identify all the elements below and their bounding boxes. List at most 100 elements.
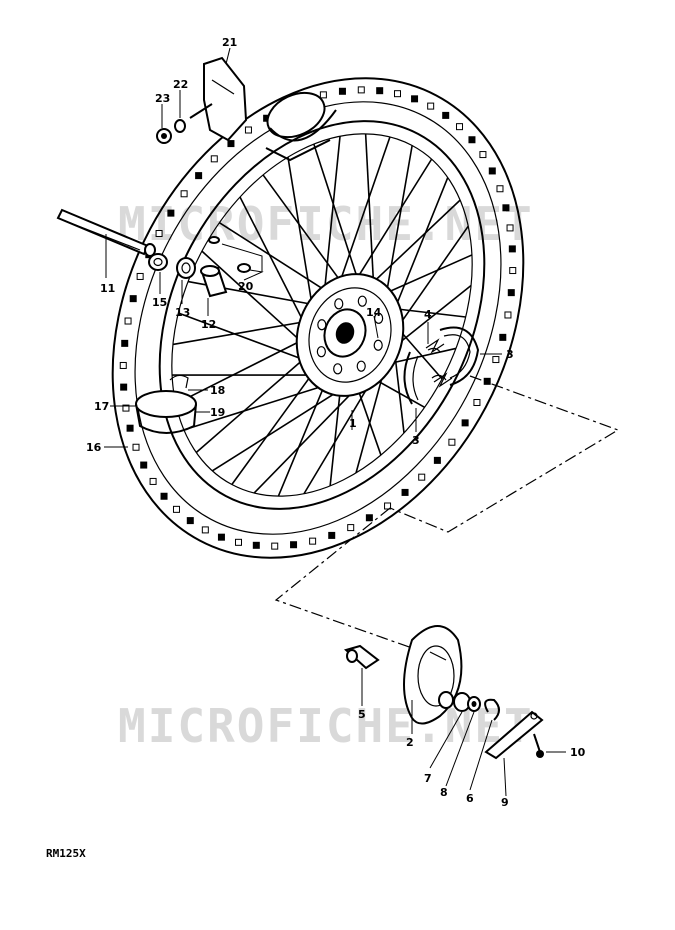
spoke bbox=[313, 143, 361, 285]
callout-10: 10 bbox=[570, 746, 586, 759]
spoke bbox=[218, 222, 330, 294]
tread-block bbox=[210, 155, 218, 163]
tread-block bbox=[442, 111, 450, 119]
tread-block bbox=[433, 456, 441, 464]
bearing-pins bbox=[208, 236, 251, 273]
spoke bbox=[390, 307, 466, 318]
tread-block bbox=[473, 399, 481, 407]
spoke bbox=[394, 225, 469, 332]
callout-2: 2 bbox=[406, 736, 414, 749]
spoke bbox=[381, 254, 473, 296]
spoke bbox=[303, 372, 377, 495]
tread-block bbox=[201, 526, 209, 534]
callout-16: 16 bbox=[86, 441, 102, 454]
hub-hole bbox=[334, 298, 344, 310]
callout-23: 23 bbox=[155, 92, 170, 105]
callout-3-upper: 3 bbox=[506, 348, 514, 361]
tread-block bbox=[508, 245, 516, 253]
tread-block bbox=[167, 209, 175, 217]
hub-hole bbox=[333, 363, 343, 375]
rim-band bbox=[135, 374, 197, 434]
hub-hole bbox=[373, 339, 383, 351]
spoke bbox=[183, 382, 332, 431]
tread-block bbox=[119, 361, 127, 369]
tread-block bbox=[483, 377, 491, 385]
callout-13: 13 bbox=[175, 306, 190, 319]
tread-block bbox=[129, 295, 137, 303]
inner-tube bbox=[265, 91, 337, 162]
callout-6: 6 bbox=[466, 792, 474, 805]
callout-21: 21 bbox=[222, 36, 237, 49]
oil-seal bbox=[176, 257, 196, 279]
callout-7: 7 bbox=[424, 772, 432, 785]
spoke bbox=[355, 384, 382, 456]
tread-block bbox=[411, 95, 419, 103]
tread-block bbox=[504, 311, 512, 319]
spoke bbox=[391, 284, 472, 350]
tread-block bbox=[186, 517, 194, 525]
tread-block bbox=[461, 419, 469, 427]
brake-panel bbox=[403, 625, 463, 725]
spoke bbox=[231, 370, 316, 485]
spoke bbox=[239, 196, 308, 328]
spoke bbox=[352, 158, 433, 285]
tread-block bbox=[244, 126, 252, 134]
callout-12: 12 bbox=[201, 318, 216, 331]
spoke bbox=[392, 177, 449, 315]
tread-block bbox=[180, 190, 188, 198]
callout-15: 15 bbox=[152, 296, 167, 309]
spacer bbox=[200, 265, 228, 298]
tread-block bbox=[252, 541, 260, 549]
brake-shoes bbox=[403, 326, 480, 405]
tread-block bbox=[401, 488, 409, 496]
spoke bbox=[337, 136, 391, 288]
spoke bbox=[201, 250, 306, 346]
tread-block bbox=[492, 356, 500, 364]
tread-block bbox=[132, 443, 140, 451]
tread-block bbox=[160, 492, 168, 500]
lever-bolt bbox=[533, 733, 544, 758]
spoke bbox=[172, 320, 309, 346]
hub-hole bbox=[357, 295, 367, 307]
hub bbox=[295, 273, 405, 397]
tread-block bbox=[120, 383, 128, 391]
tread-block bbox=[290, 541, 298, 549]
tread-block bbox=[140, 461, 148, 469]
tread-block bbox=[456, 123, 464, 131]
tread-block bbox=[217, 533, 225, 541]
tread-block bbox=[122, 404, 130, 412]
spoke bbox=[195, 355, 308, 454]
axle-nut bbox=[148, 253, 168, 271]
hub-hole bbox=[316, 346, 326, 358]
tread-block bbox=[506, 224, 514, 232]
tread-block bbox=[448, 438, 456, 446]
tread-block bbox=[172, 505, 180, 513]
front-axle bbox=[56, 208, 156, 257]
tread-block bbox=[468, 136, 476, 144]
tread-block bbox=[357, 86, 365, 94]
spoke bbox=[364, 133, 375, 289]
tread-block bbox=[319, 91, 327, 99]
spoke bbox=[287, 156, 314, 311]
tread-block bbox=[394, 90, 402, 98]
tire-outer bbox=[111, 77, 525, 559]
spoke bbox=[175, 338, 306, 405]
spoke bbox=[384, 145, 413, 300]
tread-block bbox=[502, 204, 510, 212]
cable-fitting bbox=[343, 644, 380, 670]
tread-block bbox=[149, 477, 157, 485]
tread-block bbox=[507, 289, 515, 297]
model-code: RM125X bbox=[46, 847, 86, 860]
callout-5: 5 bbox=[358, 708, 366, 721]
spoke bbox=[253, 382, 363, 494]
tread-block bbox=[384, 502, 392, 510]
callout-9: 9 bbox=[501, 796, 509, 809]
speedometer-gearbox bbox=[156, 56, 248, 144]
tread-block bbox=[347, 524, 355, 532]
tread-block bbox=[195, 172, 203, 180]
tread-block bbox=[418, 473, 426, 481]
spoke bbox=[178, 312, 310, 363]
tread-block bbox=[227, 140, 235, 148]
tread-block bbox=[338, 87, 346, 95]
